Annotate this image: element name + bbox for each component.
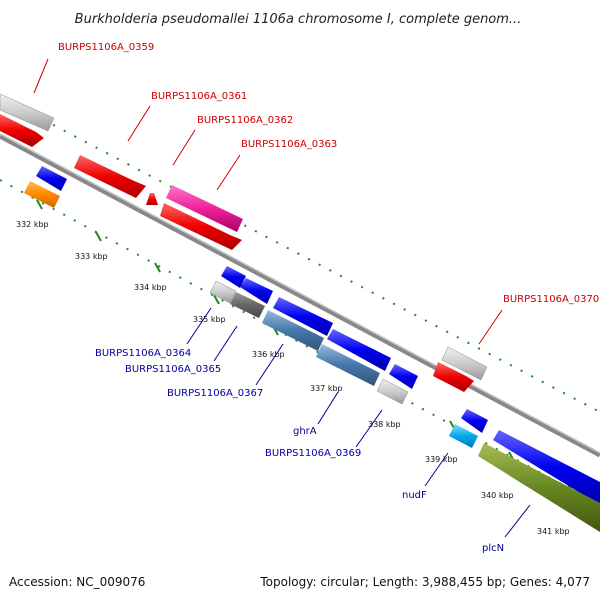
leader-line bbox=[127, 105, 151, 142]
gene-label[interactable]: BURPS1106A_0362 bbox=[197, 115, 293, 126]
gene-feature-0369[interactable] bbox=[376, 378, 409, 405]
gene-feature-blue-335[interactable] bbox=[240, 278, 273, 304]
gene-label[interactable]: BURPS1106A_0370 bbox=[503, 294, 599, 305]
gene-feature-orange-332[interactable] bbox=[24, 181, 60, 208]
outer-dotted-guide bbox=[0, 96, 600, 413]
gene-label[interactable]: BURPS1106A_0363 bbox=[241, 139, 337, 150]
leader-line bbox=[355, 409, 383, 448]
gene-feature-blue-334[interactable] bbox=[221, 266, 246, 288]
tick-label: 338 kbp bbox=[368, 420, 401, 429]
tick-labels: 332 kbp 333 kbp 334 kbp 335 kbp 336 kbp … bbox=[16, 220, 570, 536]
tick-label: 333 kbp bbox=[75, 252, 108, 261]
tick-label: 336 kbp bbox=[252, 350, 285, 359]
gene-feature-0361[interactable] bbox=[74, 155, 146, 198]
leader-line bbox=[216, 154, 241, 191]
topology-text: Topology: circular; Length: 3,988,455 bp… bbox=[259, 575, 590, 589]
gene-feature-0370[interactable] bbox=[433, 362, 474, 392]
leader-line bbox=[424, 452, 449, 487]
gene-label[interactable]: nudF bbox=[402, 490, 427, 501]
gene-feature-blue-339[interactable] bbox=[461, 409, 488, 433]
gene-feature-0365[interactable] bbox=[230, 292, 265, 318]
leader-line bbox=[478, 309, 503, 345]
gene-label[interactable]: BURPS1106A_0369 bbox=[265, 448, 361, 459]
gene-feature-blue-340[interactable] bbox=[493, 430, 600, 505]
accession-text: Accession: NC_009076 bbox=[9, 575, 145, 589]
gene-feature-nudF[interactable] bbox=[449, 424, 478, 448]
forward-strand-genes bbox=[0, 93, 488, 392]
gene-labels: BURPS1106A_0359 BURPS1106A_0361 BURPS110… bbox=[58, 42, 599, 554]
tick-mark bbox=[95, 231, 102, 242]
gene-feature-0362[interactable] bbox=[166, 185, 243, 232]
gene-feature-0359[interactable] bbox=[0, 93, 55, 132]
gene-feature-small[interactable] bbox=[146, 193, 158, 205]
leader-line bbox=[317, 391, 339, 425]
reverse-strand-genes bbox=[24, 166, 600, 532]
gene-label[interactable]: BURPS1106A_0367 bbox=[167, 388, 263, 399]
gene-label[interactable]: BURPS1106A_0364 bbox=[95, 348, 191, 359]
gene-feature-0367[interactable] bbox=[262, 310, 324, 351]
gene-label[interactable]: BURPS1106A_0365 bbox=[125, 364, 221, 375]
tick-mark bbox=[36, 199, 43, 210]
tick-mark bbox=[213, 294, 220, 305]
gene-feature-0363[interactable] bbox=[160, 203, 242, 250]
leader-line bbox=[255, 343, 284, 386]
tick-label: 339 kbp bbox=[425, 455, 458, 464]
tick-label: 341 kbp bbox=[537, 527, 570, 536]
genome-backbone-highlight bbox=[0, 133, 600, 454]
leader-line bbox=[213, 325, 238, 362]
gene-feature-blue-337[interactable] bbox=[327, 329, 391, 371]
gene-feature-blue-336[interactable] bbox=[273, 297, 333, 336]
label-leaders bbox=[33, 58, 531, 538]
gene-label[interactable]: BURPS1106A_0359 bbox=[58, 42, 154, 53]
leader-line bbox=[186, 307, 212, 345]
tick-label: 334 kbp bbox=[134, 283, 167, 292]
tick-label: 337 kbp bbox=[310, 384, 343, 393]
gene-feature-blue-332a[interactable] bbox=[36, 166, 67, 191]
map-title: Burkholderia pseudomallei 1106a chromoso… bbox=[75, 12, 522, 27]
gene-label[interactable]: plcN bbox=[482, 543, 504, 554]
gene-feature-ghrA[interactable] bbox=[316, 344, 380, 386]
leader-line bbox=[504, 504, 531, 538]
gene-feature-0370-gray[interactable] bbox=[441, 346, 488, 381]
genome-backbone bbox=[0, 133, 600, 458]
gene-feature-plcN[interactable] bbox=[478, 443, 600, 532]
gene-label[interactable]: ghrA bbox=[293, 426, 317, 437]
gene-feature-0364[interactable] bbox=[209, 280, 237, 304]
leader-line bbox=[33, 58, 49, 94]
gene-feature-blue-338[interactable] bbox=[389, 364, 418, 389]
leader-line bbox=[172, 129, 196, 166]
gene-label[interactable]: BURPS1106A_0361 bbox=[151, 91, 247, 102]
gene-feature-0359b[interactable] bbox=[0, 114, 44, 147]
tick-label: 332 kbp bbox=[16, 220, 49, 229]
tick-mark bbox=[154, 262, 161, 273]
tick-label: 340 kbp bbox=[481, 491, 514, 500]
tick-label: 335 kbp bbox=[193, 315, 226, 324]
